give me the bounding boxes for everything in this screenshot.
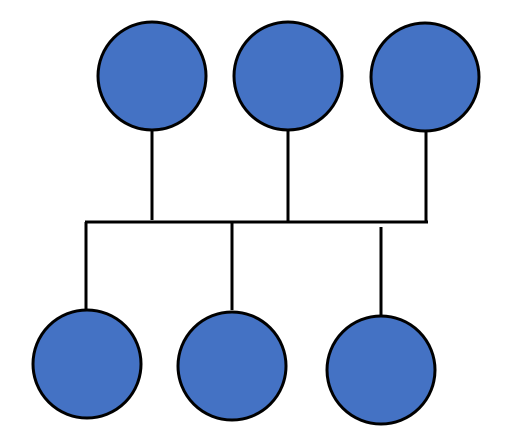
bottom-node-1	[31, 308, 143, 420]
top-node-1	[96, 20, 208, 132]
bottom-node-3	[325, 314, 437, 426]
top-node-3	[369, 21, 481, 133]
top-node-2	[232, 20, 344, 132]
connector-lines	[84, 131, 428, 316]
bottom-row-nodes	[31, 308, 437, 426]
top-row-nodes	[96, 20, 481, 133]
bottom-node-2	[176, 310, 288, 422]
